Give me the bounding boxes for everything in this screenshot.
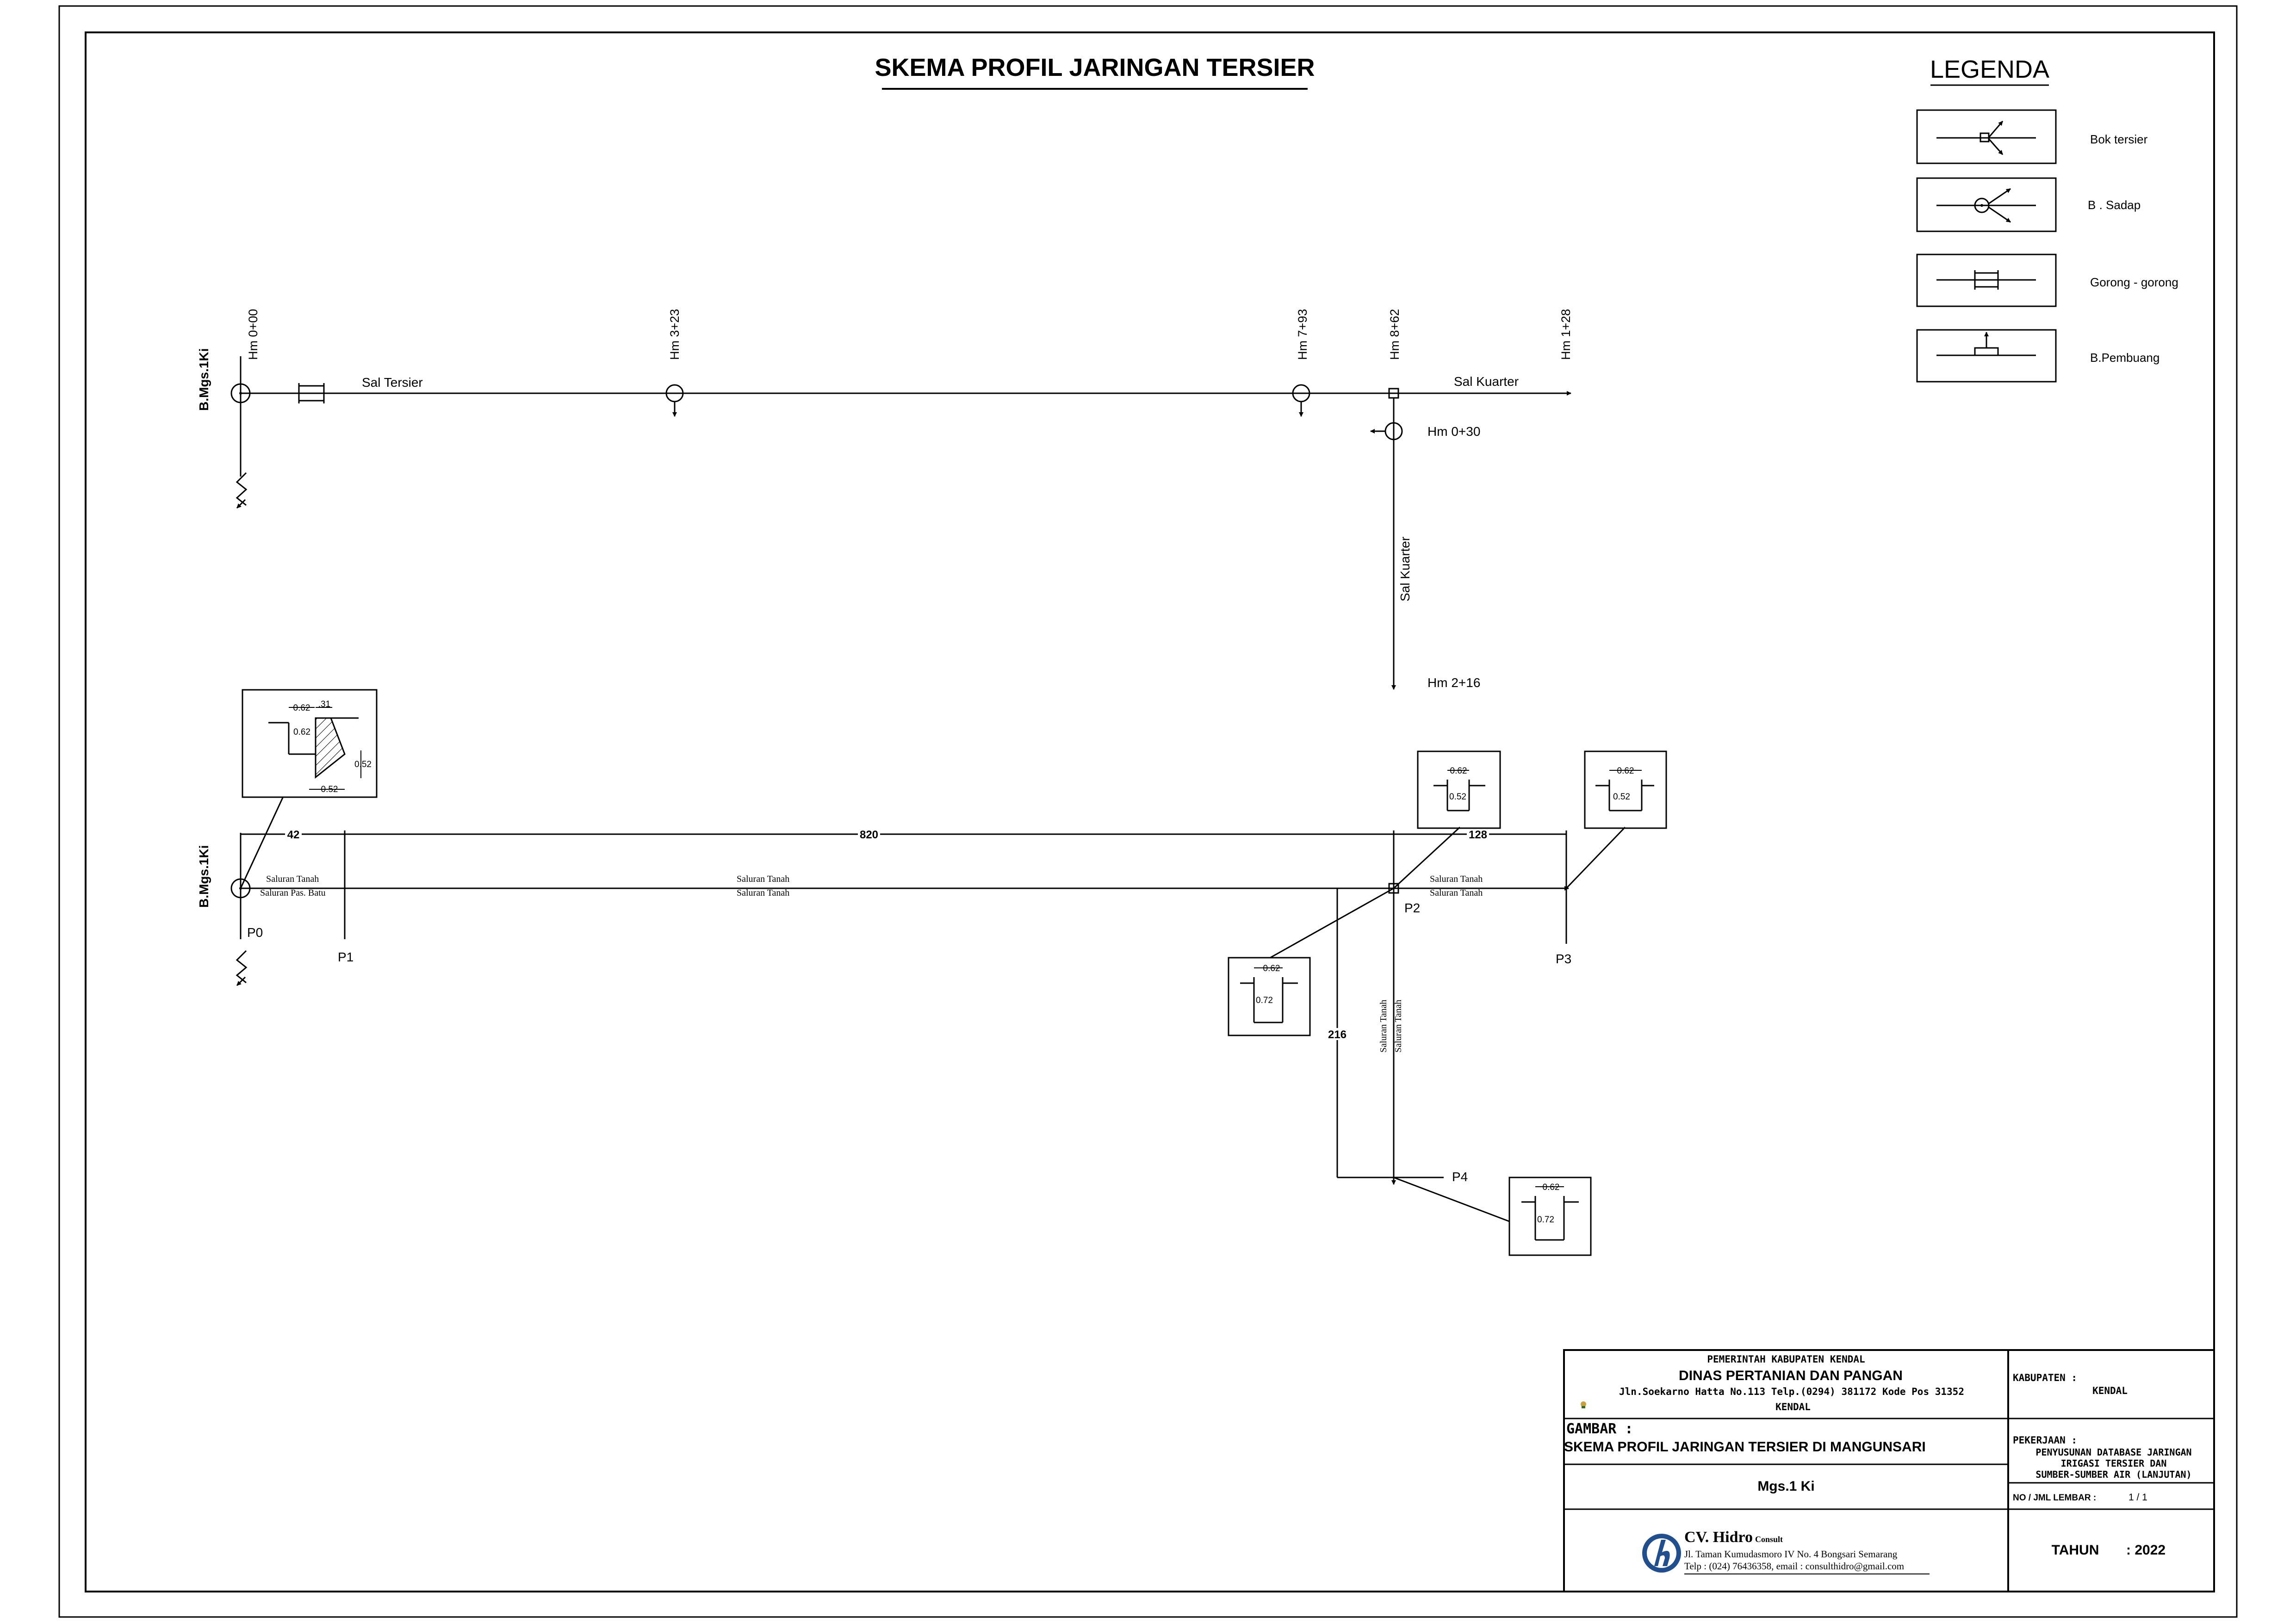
vertical-segment-label: Saluran Tanah	[1378, 1000, 1389, 1053]
bok-tersier-icon	[1936, 121, 2036, 155]
hm-216-label: Hm 2+16	[1427, 675, 1480, 690]
company-name: CV. Hidro	[1684, 1529, 1753, 1546]
pekerjaan-label: PEKERJAAN :	[2013, 1435, 2077, 1446]
drawing-title: SKEMA PROFIL JARINGAN TERSIER DI MANGUNS…	[1564, 1439, 1926, 1455]
kabupaten-label: KABUPATEN :	[2013, 1372, 2077, 1383]
page-title: SKEMA PROFIL JARINGAN TERSIER	[875, 54, 1315, 81]
company-logo-icon	[1642, 1534, 1681, 1573]
legend-box-4	[1916, 329, 2057, 383]
year-value: : 2022	[2126, 1542, 2166, 1558]
distance-label: 216	[1328, 1028, 1347, 1041]
dimension-text: 0.52	[1613, 792, 1630, 802]
drawing-subtitle: Mgs.1 Ki	[1757, 1479, 1814, 1494]
cross-section-p3: 0.62 0.52	[1584, 750, 1667, 829]
origin-label-profile: B.Mgs.1Ki	[197, 845, 211, 908]
dimension-text: 0.72	[1537, 1215, 1554, 1225]
dimension-text: 0.62	[1543, 1183, 1560, 1192]
distance-label: 128	[1469, 829, 1487, 841]
outer-frame	[58, 5, 2238, 1618]
segment-label: Saluran Tanah	[737, 874, 789, 884]
year-label: TAHUN	[2052, 1542, 2099, 1558]
segment-label: Saluran Tanah	[266, 874, 319, 884]
sadap-icon	[1936, 188, 2036, 223]
origin-label-top: B.Mgs.1Ki	[197, 348, 211, 411]
segment-label: Saluran Pas. Batu	[260, 888, 326, 898]
station-label: Hm 7+93	[1296, 309, 1309, 360]
sheet-number-value: 1 / 1	[2128, 1492, 2147, 1503]
drain-building-icon	[1936, 332, 2036, 356]
inner-frame	[85, 31, 2215, 1592]
dimension-text: 0.52	[321, 785, 338, 794]
company-address: Jl. Taman Kumudasmoro IV No. 4 Bongsari …	[1684, 1549, 1898, 1560]
culvert-icon	[298, 383, 325, 403]
title-block: PEMERINTAH KABUPATEN KENDAL DINAS PERTAN…	[1563, 1349, 2215, 1592]
government-emblem-icon	[1581, 1401, 1586, 1408]
distance-label: 820	[860, 829, 878, 841]
cross-section-p2-branch: 0.62 0.72	[1228, 957, 1311, 1036]
vertical-segment-label: Saluran Tanah	[1393, 1000, 1403, 1053]
sheet-number-label: NO / JML LEMBAR :	[2013, 1493, 2096, 1503]
legend-label-4: B.Pembuang	[2090, 351, 2159, 365]
sal-kuarter-label: Sal Kuarter	[1454, 374, 1519, 389]
pekerjaan-line: SUMBER-SUMBER AIR (LANJUTAN)	[2035, 1469, 2191, 1480]
dimension-text: 0.52	[354, 760, 372, 769]
point-label: P0	[247, 925, 263, 940]
dimension-text: 0.62	[293, 727, 310, 737]
segment-label: Saluran Tanah	[737, 888, 789, 898]
station-label: Hm 3+23	[668, 309, 682, 360]
dimension-text: .31	[318, 700, 330, 709]
dept-city: KENDAL	[1775, 1401, 1811, 1412]
pekerjaan-line: IRIGASI TERSIER DAN	[2061, 1458, 2167, 1469]
title-block-frame	[1563, 1349, 2215, 1592]
company-contact: Telp : (024) 76436358, email : consulthi…	[1684, 1561, 1904, 1572]
hm-030-label: Hm 0+30	[1427, 424, 1480, 439]
cross-section-p4: 0.62 0.72	[1508, 1177, 1592, 1256]
distance-label: 42	[287, 829, 300, 841]
segment-label: Saluran Tanah	[1430, 888, 1483, 898]
cross-section-p0: 0.62 .31 0.62 0.52 0.52	[242, 689, 378, 798]
station-label: Hm 0+00	[246, 309, 260, 360]
dimension-text: 0.62	[293, 703, 310, 713]
station-label: Hm 8+62	[1388, 309, 1402, 360]
legend-label-1: Bok tersier	[2090, 132, 2148, 146]
company-suffix: Consult	[1755, 1535, 1783, 1544]
dimension-text: 0.52	[1449, 792, 1466, 802]
point-label: P3	[1556, 952, 1571, 966]
sadap-origin-icon	[230, 383, 251, 403]
sal-kuarter-vertical-label: Sal Kuarter	[1398, 537, 1412, 601]
cross-section-p2: 0.62 0.52	[1417, 750, 1501, 829]
kabupaten-value: KENDAL	[2092, 1385, 2128, 1396]
legend-box-2	[1916, 177, 2057, 232]
dimension-text: 0.62	[1450, 766, 1467, 776]
legend: LEGENDA Bok tersier B . Sadap	[1916, 56, 2178, 383]
dimension-text: 0.72	[1256, 996, 1273, 1005]
station-label: Hm 1+28	[1559, 309, 1573, 360]
dimension-text: 0.62	[1263, 964, 1280, 973]
gambar-label: GAMBAR :	[1566, 1421, 1633, 1437]
drain-zigzag-icon	[236, 472, 248, 506]
legend-title: LEGENDA	[1930, 56, 2049, 83]
dept-address: Jln.Soekarno Hatta No.113 Telp.(0294) 38…	[1619, 1386, 1964, 1397]
dept-name: DINAS PERTANIAN DAN PANGAN	[1679, 1368, 1903, 1383]
legend-label-3: Gorong - gorong	[2090, 275, 2178, 289]
legend-box-1	[1916, 109, 2057, 164]
culvert-icon	[1936, 270, 2036, 290]
sal-tersier-label: Sal Tersier	[362, 375, 423, 390]
sadap-origin-icon	[230, 878, 251, 898]
legend-label-2: B . Sadap	[2088, 198, 2141, 212]
point-label: P1	[338, 950, 354, 964]
pekerjaan-line: PENYUSUNAN DATABASE JARINGAN	[2035, 1447, 2191, 1458]
point-label: P2	[1404, 901, 1420, 915]
point-label: P4	[1452, 1170, 1468, 1184]
dimension-text: 0.62	[1617, 766, 1634, 776]
tertiary-network-schematic: B.Mgs.1Ki Sal Tersier Hm 0+00 Hm 3+23 Hm…	[197, 309, 1573, 690]
canal-profile: B.Mgs.1Ki 42 820 128 Saluran Tanah Salur…	[197, 689, 1667, 1256]
gov-name: PEMERINTAH KABUPATEN KENDAL	[1707, 1354, 1865, 1365]
legend-box-3	[1916, 254, 2057, 307]
drain-zigzag-icon	[236, 950, 248, 984]
segment-label: Saluran Tanah	[1430, 874, 1483, 884]
